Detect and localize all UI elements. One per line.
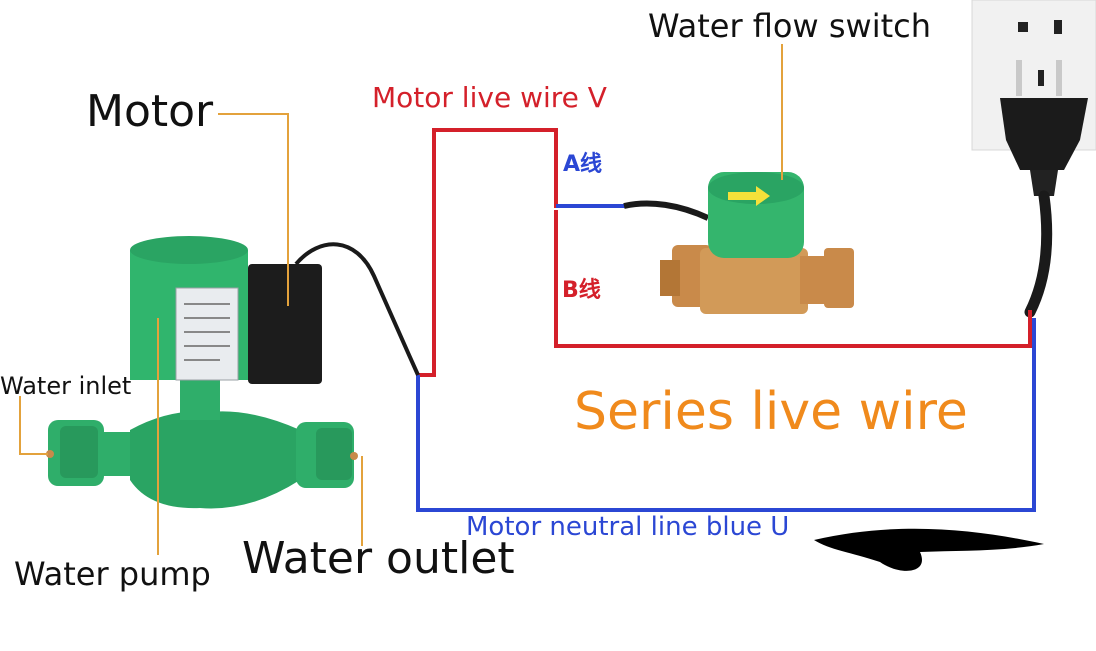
water-pump <box>46 236 358 509</box>
water-flow-switch <box>660 172 854 314</box>
label-water-inlet: Water inlet <box>0 372 132 400</box>
label-series-live-wire: Series live wire <box>574 382 968 442</box>
b-line-wire <box>554 210 1032 348</box>
label-water-outlet: Water outlet <box>242 533 515 584</box>
label-water-flow-switch: Water flow switch <box>648 7 931 45</box>
redaction-scribble <box>814 528 1044 571</box>
label-motor: Motor <box>86 86 214 137</box>
label-a-line: A线 <box>563 152 603 177</box>
flow-switch-cable <box>623 200 710 221</box>
motor-callout <box>218 113 289 306</box>
motor-neutral-wire <box>416 318 1036 512</box>
power-cord <box>1024 190 1053 318</box>
motor-live-wire <box>418 128 558 377</box>
pump-cable <box>294 242 420 376</box>
label-motor-live-wire: Motor live wire V <box>372 81 607 114</box>
callout-lines <box>19 44 783 555</box>
water-inlet-callout <box>19 396 48 455</box>
power-plug <box>1000 60 1088 196</box>
label-motor-neutral-line: Motor neutral line blue U <box>466 512 790 542</box>
label-water-pump: Water pump <box>14 555 211 593</box>
label-b-line: B线 <box>562 278 601 303</box>
